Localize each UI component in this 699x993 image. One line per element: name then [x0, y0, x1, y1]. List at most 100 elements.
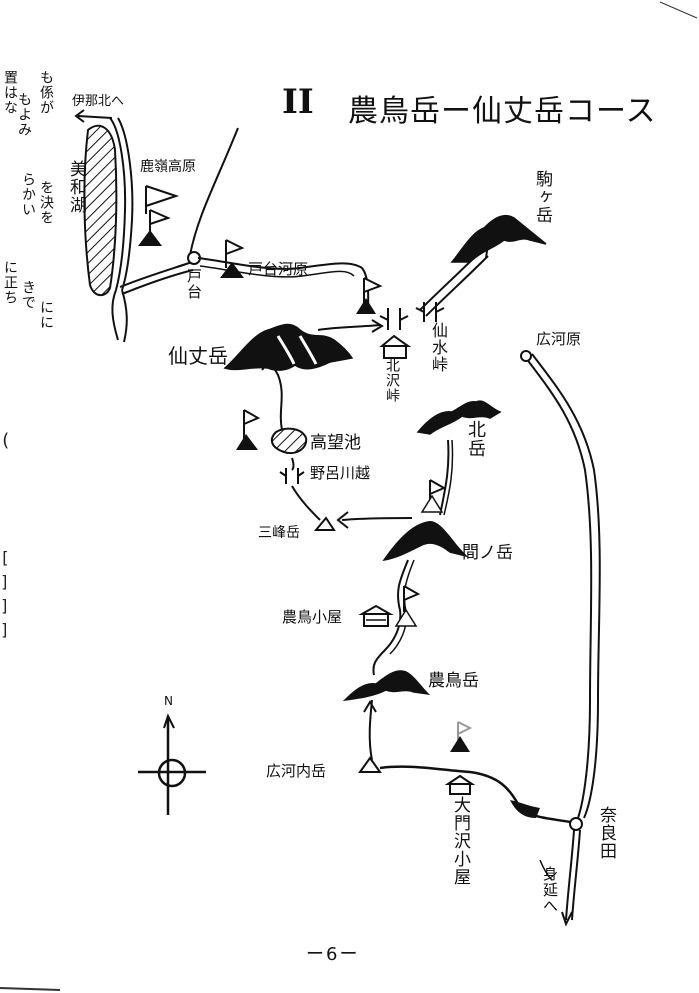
- page-title: 農鳥岳ー仙丈岳コース: [348, 94, 657, 129]
- arrow-head: [261, 358, 277, 371]
- sanpodake-peak-icon: [313, 516, 336, 531]
- label-sanpodake: 三峰岳: [258, 525, 300, 541]
- margin-text: 置はな: [2, 70, 18, 115]
- scan-edge-mark: [0, 987, 61, 991]
- compass-north-label: N: [164, 694, 173, 708]
- road-minobu: [571, 829, 581, 921]
- scan-edge-mark: [659, 1, 698, 19]
- road-hirogawara-narada: [531, 353, 601, 819]
- margin-text: に正ち: [2, 260, 18, 305]
- route-ai-notori: [372, 559, 409, 676]
- road-minobu: [565, 829, 575, 921]
- label-sensui-pass: 仙水峠: [429, 322, 448, 373]
- label-komagatake: 駒ヶ岳: [532, 170, 552, 224]
- hirokochidake-peak-icon: [358, 756, 382, 773]
- label-minobu: 身延へ: [541, 866, 559, 914]
- sensui-pass-symbol: [415, 302, 445, 322]
- label-todai-kawara: 戸台河原: [248, 260, 309, 278]
- komagatake-mountain-icon: [450, 214, 547, 263]
- label-ainodake: 間ノ岳: [462, 543, 513, 563]
- ainodake-mountain-icon: [382, 521, 469, 562]
- section-numeral: II: [282, 82, 314, 122]
- flag-icon: [145, 185, 180, 214]
- label-kayanodaira: 鹿嶺高原: [140, 159, 196, 175]
- norokawa-pass-symbol: [279, 468, 305, 484]
- arrow-head: [363, 700, 377, 713]
- label-norokawa-pass: 野呂川越: [310, 464, 371, 482]
- takabo-pond-icon: [270, 427, 308, 454]
- page-number: ー6ー: [306, 944, 360, 965]
- road-line: [119, 261, 193, 288]
- arrow-head: [371, 319, 384, 333]
- miwa-lake: [83, 124, 118, 297]
- route-kitazawa-senjo: [317, 324, 381, 331]
- route-todai-kitazawa: [199, 265, 355, 278]
- hirogawara-point: [520, 350, 532, 362]
- river-line: [117, 117, 134, 291]
- label-hirogawara: 広河原: [536, 330, 582, 348]
- route-ai-kita: [439, 439, 450, 516]
- arrow-ina-kita: [77, 115, 113, 119]
- flag-icon: [236, 409, 261, 450]
- margin-text: らかい: [20, 172, 36, 217]
- edge-mark: ]: [0, 596, 10, 615]
- label-hirokochidake: 広河内岳: [266, 762, 327, 780]
- daimonzawa-hut-icon: [444, 774, 476, 785]
- margin-text: を決を: [38, 180, 54, 225]
- arrow-head: [336, 511, 349, 529]
- margin-text: にに: [38, 300, 54, 330]
- river-shadow: [510, 800, 540, 818]
- margin-text: も係が: [38, 70, 54, 115]
- route-to-komagatake: [425, 255, 489, 317]
- flag-icon: [138, 209, 171, 246]
- notori-hut-icon: [358, 604, 394, 615]
- route-line: [291, 485, 321, 521]
- flag-icon: [356, 277, 383, 314]
- road-kayanodaira: [189, 127, 239, 256]
- edge-mark: (: [0, 430, 11, 451]
- route-daimonzawa: [379, 765, 571, 824]
- river-line: [121, 289, 128, 343]
- compass-icon: [138, 713, 206, 815]
- route-line: [539, 859, 553, 881]
- label-ina-kita: 伊那北へ: [72, 94, 125, 109]
- kitazawa-hut-icon: [379, 334, 412, 347]
- route-notori-hirokochi: [368, 699, 373, 761]
- arrow-head: [74, 109, 85, 123]
- edge-mark: [: [0, 548, 10, 567]
- label-todai: 戸台: [185, 268, 203, 300]
- kitazawa-hut-icon: [383, 345, 407, 359]
- flag-icon: [450, 721, 473, 752]
- route-ai-sanpo: [341, 517, 413, 521]
- arrow-head: [561, 911, 573, 927]
- label-takabo-pond: 高望池: [310, 433, 361, 453]
- edge-mark: ]: [0, 572, 10, 591]
- mountain-ridge-lines: [276, 335, 318, 365]
- margin-text: もよみ: [16, 92, 32, 137]
- narada-point: [569, 817, 583, 831]
- route-line: [291, 457, 295, 471]
- daimonzawa-hut-icon: [449, 783, 471, 795]
- road-hirogawara-narada: [525, 357, 593, 819]
- kitazawa-pass-symbol: [379, 308, 409, 330]
- label-kitazawa-pass: 北沢峠: [384, 358, 400, 403]
- flag-icon: [420, 479, 447, 513]
- flag-icon: [394, 585, 421, 627]
- margin-text: きで: [20, 280, 36, 310]
- kitadake-mountain-icon: [416, 400, 502, 435]
- label-kitadake: 北岳: [465, 420, 486, 458]
- label-daimonzawa-hut: 大門沢小屋: [450, 796, 470, 886]
- river-line: [111, 289, 119, 341]
- edge-mark: ]: [0, 620, 10, 639]
- label-senjogatake: 仙丈岳: [168, 344, 228, 368]
- river-line: [109, 117, 127, 291]
- label-notori-hut: 農鳥小屋: [282, 608, 343, 626]
- road-line: [121, 269, 194, 295]
- senjogatake-mountain-icon: [223, 323, 354, 371]
- route-ai-kita: [443, 439, 454, 516]
- label-narada: 奈良田: [596, 806, 616, 860]
- notoridake-mountain-icon: [342, 670, 431, 702]
- label-miwa-lake: 美和湖: [66, 160, 86, 214]
